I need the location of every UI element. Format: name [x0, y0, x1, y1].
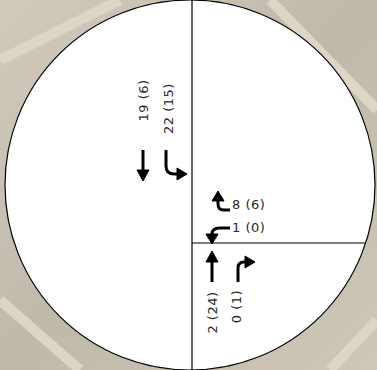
traffic-count: 8 (6): [232, 198, 265, 211]
traffic-count: 19 (6): [137, 79, 150, 121]
traffic-count: 2 (24): [206, 291, 219, 333]
traffic-count: 0 (1): [230, 289, 243, 322]
traffic-count: 1 (0): [232, 221, 265, 234]
traffic-count: 22 (15): [162, 83, 175, 134]
